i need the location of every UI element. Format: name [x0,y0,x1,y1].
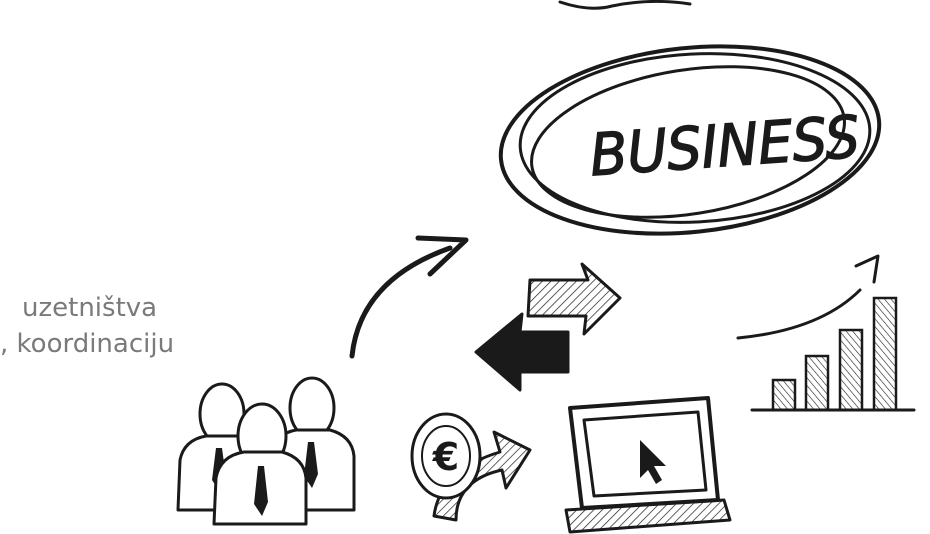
top-scribble-icon [560,1,690,8]
curved-arrow-icon [352,238,466,356]
business-circle-icon: BUSINESS [491,29,888,252]
growth-bar-chart-icon [738,256,914,410]
laptop-icon [566,398,730,532]
businesspeople-icon [178,378,354,524]
euro-symbol: € [432,435,459,479]
exchange-arrows-icon [476,264,620,390]
business-label: BUSINESS [588,103,862,190]
euro-coin-icon: € [412,414,480,498]
